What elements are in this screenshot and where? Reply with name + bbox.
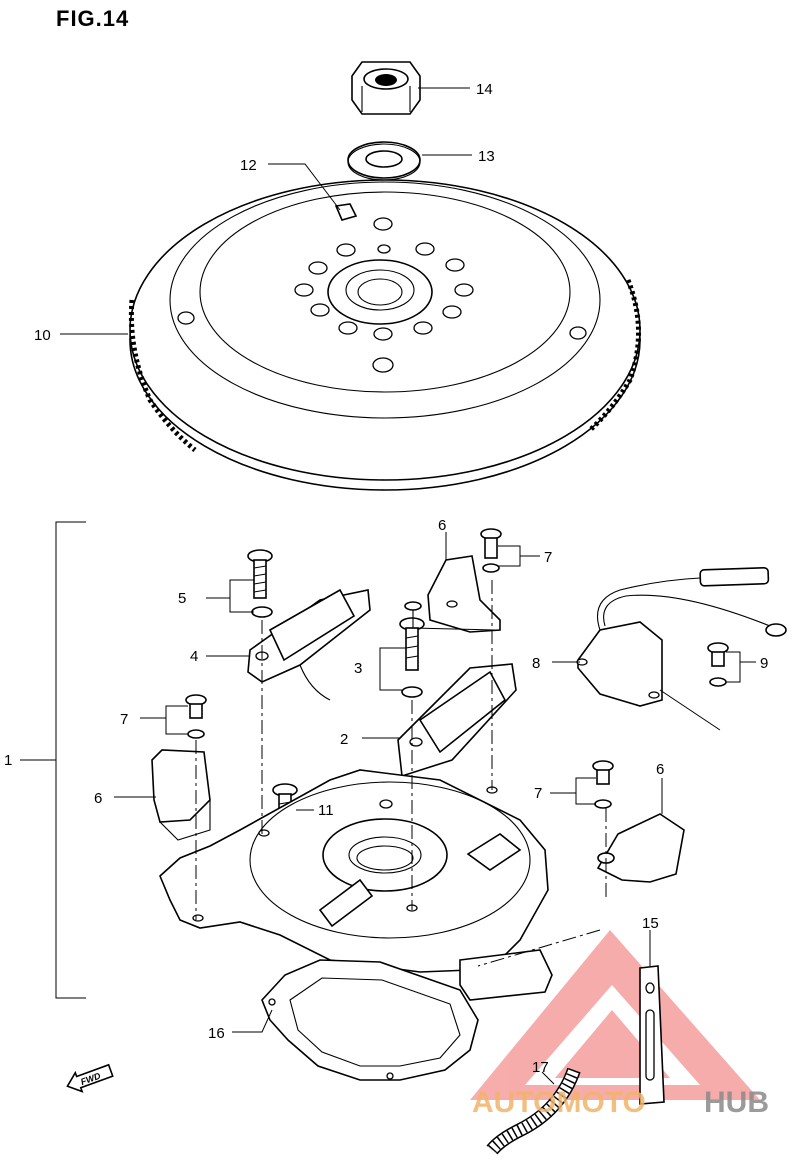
callout-14: 14 (476, 81, 493, 98)
screw-part-7-top (404, 528, 502, 631)
screw-part-5 (247, 549, 273, 618)
callout-labels: 14 13 12 10 6 7 5 4 3 8 9 7 2 1 6 7 6 11… (4, 81, 768, 1076)
watermark-text: AUTOMOTO HUB (472, 1086, 769, 1119)
callout-7-left: 7 (120, 711, 128, 728)
pulser-coil-part-6-right (596, 813, 685, 883)
clamp-part-15 (639, 965, 665, 1105)
watermark-brand-right: HUB (704, 1086, 769, 1119)
nut-part-14 (351, 61, 421, 115)
callout-15: 15 (642, 915, 659, 932)
figure-title: FIG.14 (56, 6, 129, 31)
callout-6-right: 6 (656, 761, 664, 778)
watermark-brand-left: AUTOMOTO (472, 1086, 646, 1119)
callout-7-top: 7 (544, 549, 552, 566)
flywheel-part-10 (128, 179, 642, 491)
callout-3: 3 (354, 660, 362, 677)
callout-2: 2 (340, 731, 348, 748)
leader-lines (60, 87, 756, 1085)
callout-13: 13 (478, 148, 495, 165)
callout-9: 9 (760, 655, 768, 672)
stator-base-plate (159, 769, 553, 1001)
callout-6-left: 6 (94, 790, 102, 807)
pulser-coil-part-6-left (151, 749, 211, 841)
callout-4: 4 (190, 648, 198, 665)
washer-part-13 (347, 141, 421, 181)
callout-8: 8 (532, 655, 540, 672)
screw-part-7-left (185, 694, 207, 739)
coil-part-4 (247, 588, 371, 701)
callout-16: 16 (208, 1025, 225, 1042)
assembly-bracket-1 (20, 521, 86, 999)
gasket-part-16 (261, 959, 479, 1081)
callout-10: 10 (34, 327, 51, 344)
callout-7-right: 7 (534, 785, 542, 802)
exciter-part-8 (576, 566, 787, 731)
callout-11: 11 (318, 802, 334, 819)
assembly-lines (195, 580, 607, 967)
fwd-direction-marker: FWD (66, 1063, 114, 1093)
callout-1: 1 (4, 752, 12, 769)
callout-5: 5 (178, 590, 186, 607)
callout-17: 17 (532, 1059, 549, 1076)
tube-part-17 (486, 1067, 581, 1155)
callout-12: 12 (240, 157, 257, 174)
pulser-coil-part-6-top (427, 555, 501, 633)
callout-6-top: 6 (438, 517, 446, 534)
screw-part-3 (399, 617, 425, 698)
coil-part-2 (397, 663, 517, 778)
screw-part-7-right (592, 760, 614, 809)
screw-part-9 (707, 642, 729, 687)
